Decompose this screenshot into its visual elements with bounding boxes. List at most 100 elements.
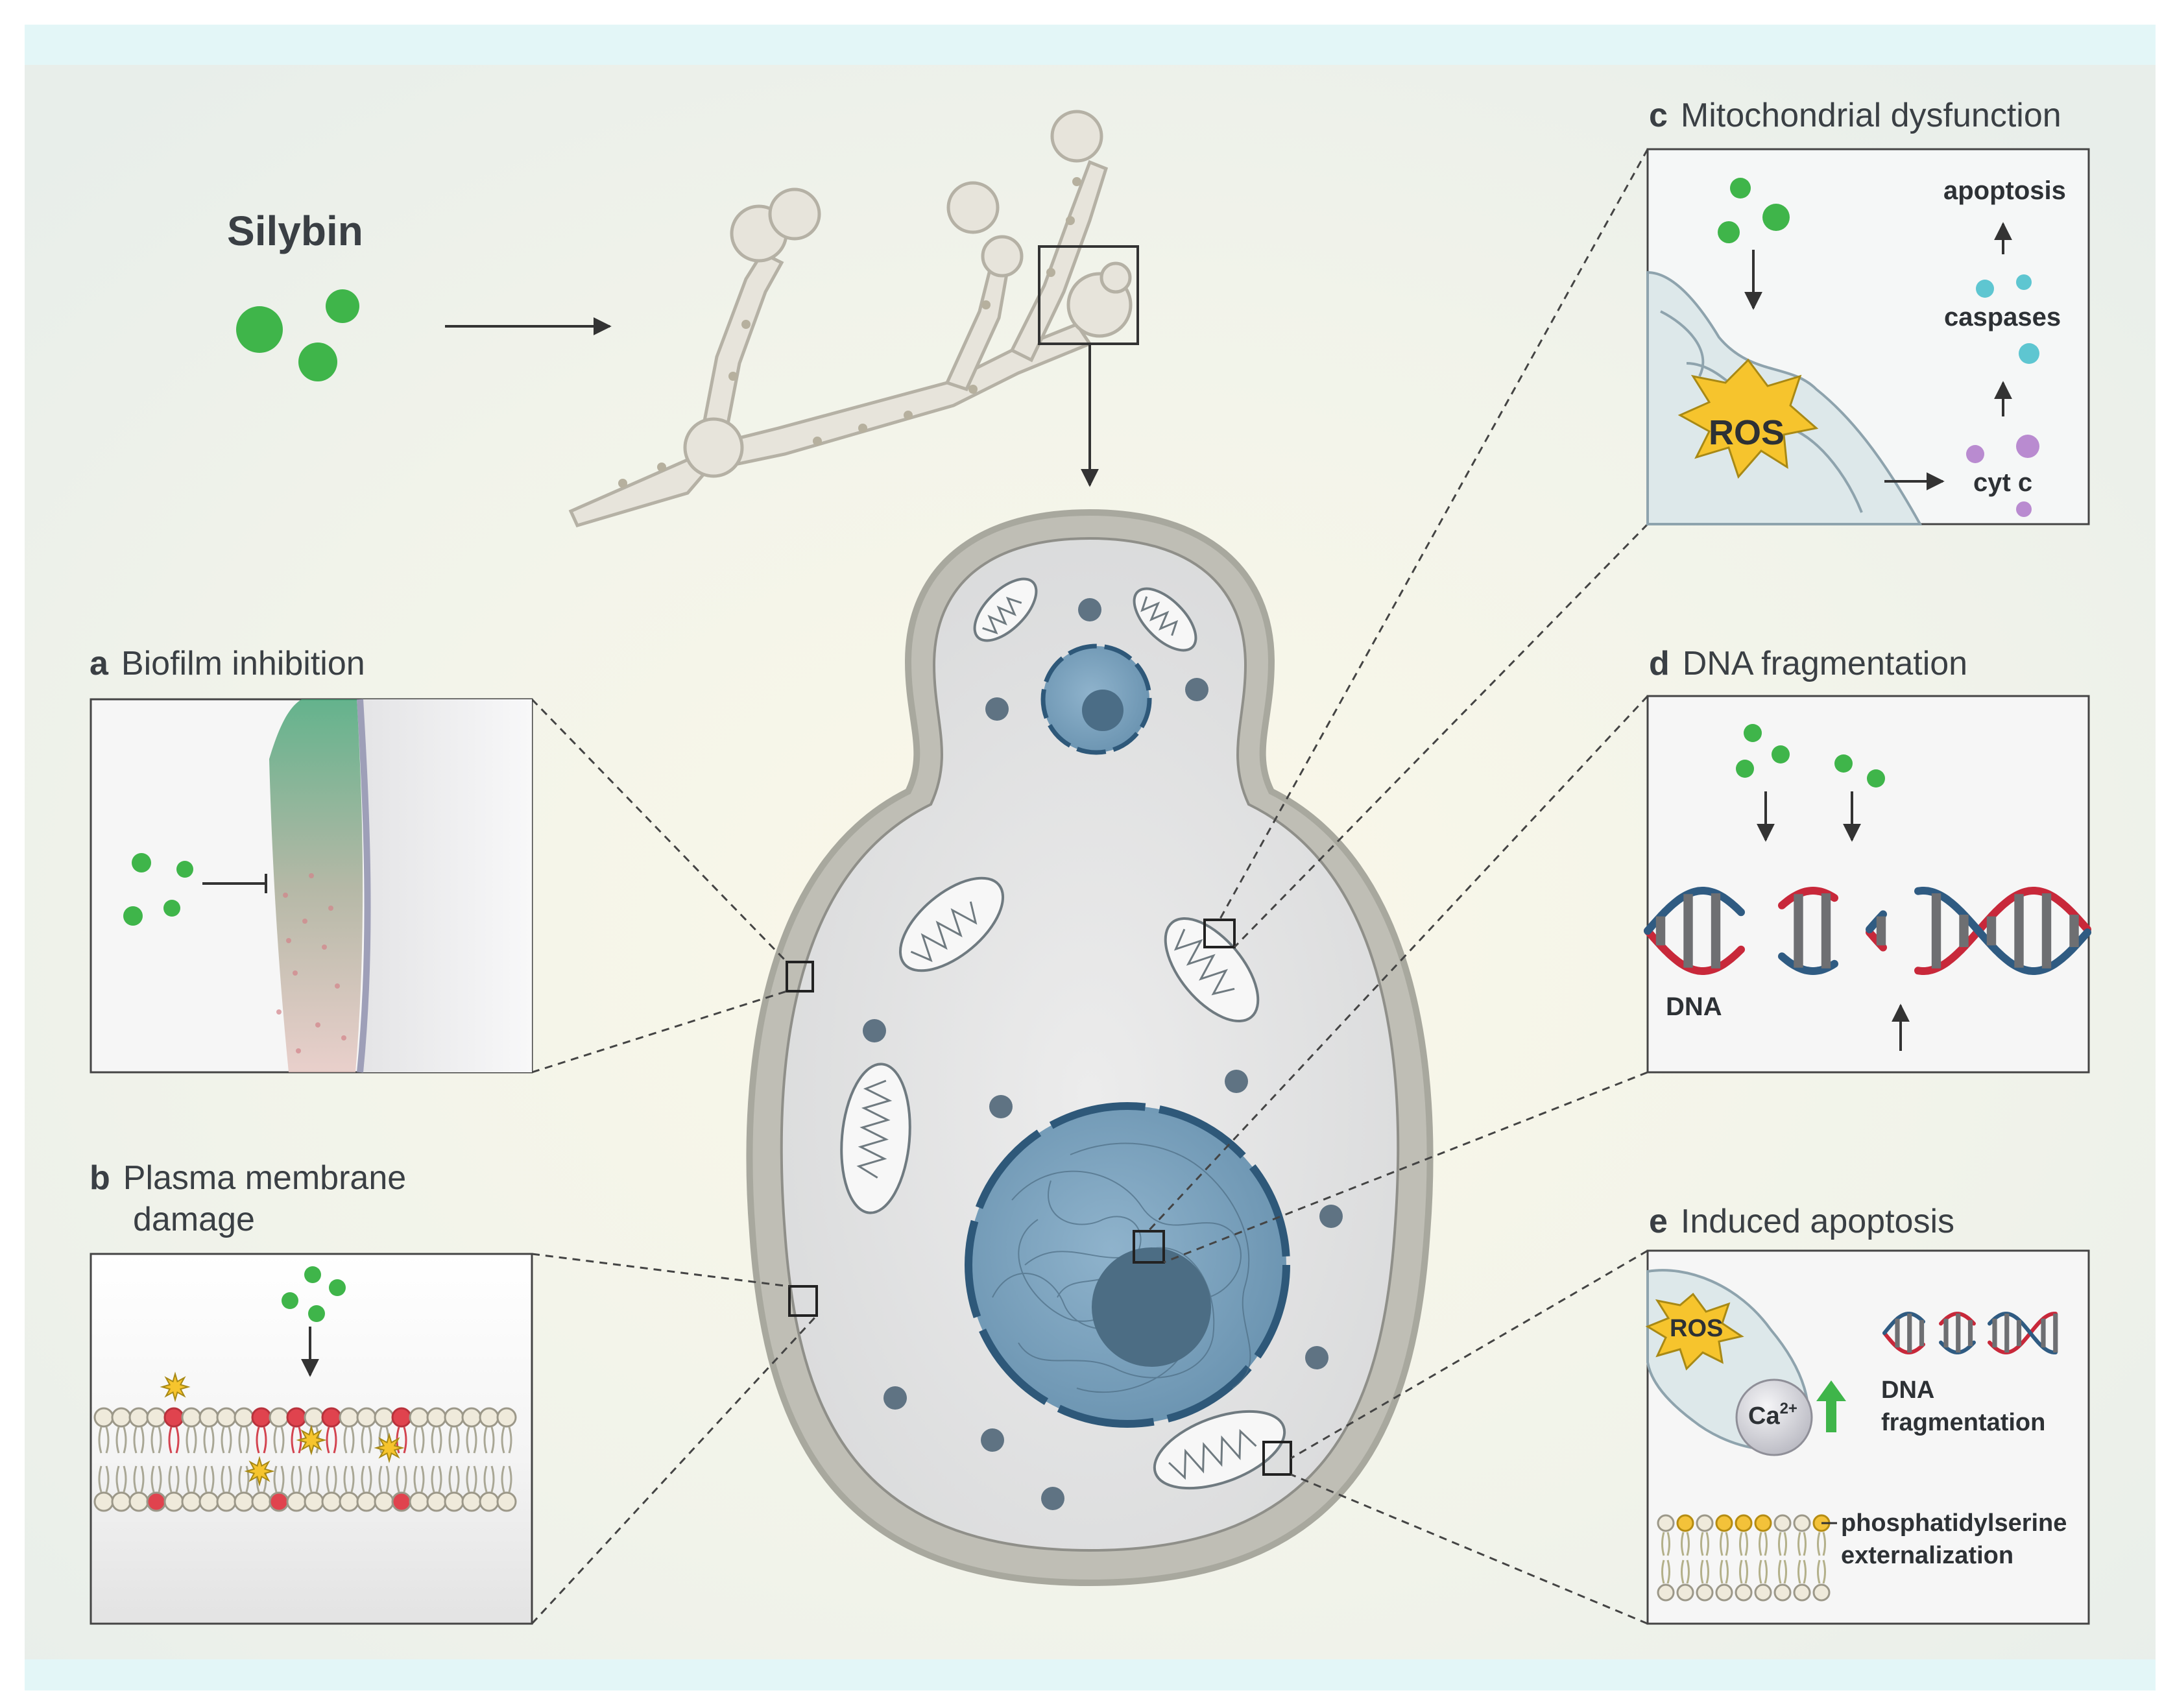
lipid-tail	[133, 1465, 145, 1493]
lipid-tail	[501, 1426, 512, 1454]
bottom-band	[25, 1659, 2156, 1690]
lipid-tail	[378, 1465, 390, 1493]
lipid-tail	[396, 1465, 407, 1493]
mitochondrion	[840, 1063, 911, 1214]
dna-strand-red	[1644, 886, 2091, 975]
lipid-head	[1715, 1583, 1733, 1602]
lipid-tail	[413, 1426, 425, 1454]
lipid-tail	[326, 1426, 337, 1454]
bud-nucleus	[1040, 644, 1152, 755]
lipid-head	[1735, 1514, 1753, 1532]
lipid-tail	[1661, 1559, 1670, 1584]
lipid-tail	[1739, 1532, 1748, 1556]
lipid-tail	[1817, 1532, 1826, 1556]
silybin-label: Silybin	[227, 208, 363, 254]
caspases-label: caspases	[1944, 303, 2061, 331]
lipid-head	[128, 1407, 149, 1428]
silybin-molecules	[1736, 724, 1885, 788]
lipid-head	[1754, 1583, 1772, 1602]
lipid-tail	[150, 1465, 162, 1493]
lipid-tail	[273, 1426, 285, 1454]
lipid-tail	[115, 1465, 127, 1493]
ros-star	[296, 1425, 327, 1456]
mitochondrion	[1133, 587, 1197, 652]
lipid-head	[374, 1407, 394, 1428]
lipid-head	[321, 1491, 342, 1512]
mitochondrion	[1164, 917, 1260, 1023]
lipid-head	[321, 1407, 342, 1428]
lipid-head	[1793, 1583, 1811, 1602]
dna-fragmentation-label: DNA	[1881, 1377, 1934, 1404]
lipid-tail	[1700, 1559, 1709, 1584]
vesicles	[863, 598, 1343, 1510]
ros-burst	[1677, 358, 1819, 479]
panel-b	[90, 1253, 533, 1625]
top-band	[25, 25, 2156, 65]
ros-star	[374, 1432, 405, 1463]
lipid-tail	[1739, 1559, 1748, 1584]
chromatin	[992, 1142, 1251, 1393]
lipid-tail	[273, 1465, 285, 1493]
lipid-head	[1657, 1583, 1675, 1602]
cytc-label: cyt c	[1973, 468, 2032, 497]
lipid-head	[286, 1491, 307, 1512]
lipid-head	[128, 1491, 149, 1512]
host-surface	[360, 699, 532, 1072]
lipid-tail	[203, 1465, 215, 1493]
lipid-head	[479, 1407, 499, 1428]
lipid-tail	[466, 1465, 477, 1493]
lipid-tail	[448, 1465, 460, 1493]
ros-star	[160, 1371, 191, 1402]
lipid-tail	[326, 1465, 337, 1493]
lipid-head	[304, 1491, 324, 1512]
lipid-tail	[186, 1426, 197, 1454]
lipid-head	[111, 1407, 132, 1428]
dna-strand-blue	[1644, 887, 2091, 976]
lipid-head	[1676, 1583, 1694, 1602]
lipid-head	[409, 1491, 429, 1512]
ros-star	[244, 1456, 275, 1487]
dna-fragmentation-label-2: fragmentation	[1881, 1409, 2045, 1436]
lipid-tail	[203, 1426, 215, 1454]
lipid-tail	[1817, 1559, 1826, 1584]
lipid-head	[198, 1407, 219, 1428]
lipid-head	[444, 1491, 464, 1512]
lipid-tail	[361, 1426, 372, 1454]
lipid-tail	[1759, 1559, 1768, 1584]
lipid-head	[496, 1491, 517, 1512]
externalization-label: externalization	[1841, 1542, 2013, 1569]
lipid-head	[1735, 1583, 1753, 1602]
silybin-molecules	[1718, 178, 1790, 243]
lipid-head	[216, 1407, 237, 1428]
lipid-bilayer-small	[1657, 1514, 1831, 1602]
lipid-head	[269, 1491, 289, 1512]
mitochondrion	[973, 577, 1038, 642]
lipid-head	[426, 1491, 447, 1512]
ros-label: ROS	[1670, 1315, 1723, 1342]
lipid-head	[1696, 1514, 1714, 1532]
hyphae-septa	[618, 177, 1081, 488]
lipid-head	[216, 1491, 237, 1512]
lipid-tail	[308, 1465, 320, 1493]
lipid-tail	[361, 1465, 372, 1493]
lipid-tail	[256, 1426, 267, 1454]
lipid-tail	[98, 1426, 110, 1454]
lipid-tail	[1797, 1559, 1807, 1584]
lipid-head	[374, 1491, 394, 1512]
caspase-molecules	[1976, 274, 2039, 364]
lipid-head	[163, 1407, 184, 1428]
lipid-tail	[431, 1426, 442, 1454]
lipid-head	[356, 1407, 377, 1428]
lipid-head	[496, 1407, 517, 1428]
lipid-head	[304, 1407, 324, 1428]
lipid-tail	[221, 1465, 232, 1493]
lipid-tail	[238, 1465, 250, 1493]
lipid-head	[1773, 1514, 1792, 1532]
panel-b-header-line2: damage	[133, 1201, 255, 1238]
lipid-head	[1715, 1514, 1733, 1532]
lipid-head	[1793, 1514, 1811, 1532]
